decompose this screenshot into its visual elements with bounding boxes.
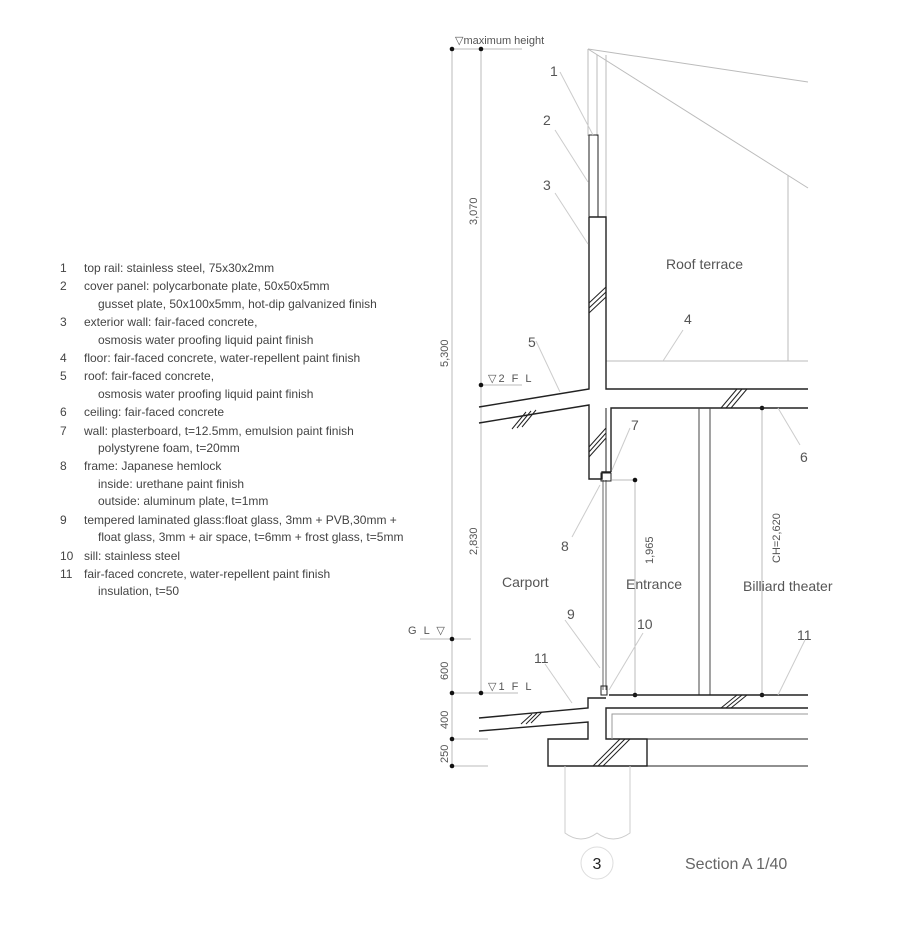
room-roof-terrace: Roof terrace: [666, 256, 743, 272]
callout-2: 2: [543, 112, 551, 128]
dim-upper: 3,070: [468, 197, 480, 225]
legend-number: 5: [60, 369, 67, 384]
callout-4: 4: [684, 311, 692, 327]
dim-slab: 400: [439, 711, 451, 729]
legend-number: 3: [60, 315, 67, 330]
legend-text: gusset plate, 50x100x5mm, hot-dip galvan…: [98, 296, 377, 311]
legend-item: 10 sill: stainless steel: [60, 548, 403, 565]
legend-text: outside: aluminum plate, t=1mm: [98, 494, 269, 509]
legend-text: top rail: stainless steel, 75x30x2mm: [84, 261, 275, 275]
callout-10: 10: [637, 616, 653, 632]
material-legend: 1 top rail: stainless steel, 75x30x2mm 2 co…: [60, 260, 403, 602]
room-billiard-theater: Billiard theater: [743, 578, 833, 594]
legend-text: cover panel: polycarbonate plate, 50x50x…: [84, 279, 330, 294]
legend-text: inside: urethane paint finish: [98, 476, 245, 491]
legend-number: 10: [60, 548, 74, 563]
callout-11-left: 11: [534, 650, 549, 666]
legend-item: 3 exterior wall: fair-faced concrete, osmo…: [60, 314, 403, 349]
legend-number: 6: [60, 405, 67, 420]
legend-text: osmosis water proofing liquid paint fini…: [98, 386, 314, 401]
legend-number: 7: [60, 423, 67, 438]
legend-text: polystyrene foam, t=20mm: [98, 441, 240, 456]
callout-5: 5: [528, 334, 536, 350]
legend-text: exterior wall: fair-faced concrete,: [84, 315, 258, 330]
legend-number: 11: [60, 566, 73, 581]
legend-text: roof: fair-faced concrete,: [84, 369, 215, 384]
concrete-hatches: [511, 286, 748, 767]
legend-number: 9: [60, 512, 67, 527]
callout-8: 8: [561, 538, 569, 554]
callout-9: 9: [567, 606, 575, 622]
legend-item: 2 cover panel: polycarbonate plate, 50x50…: [60, 278, 403, 313]
legend-text: ceiling: fair-faced concrete: [84, 405, 225, 420]
legend-text: sill: stainless steel: [84, 548, 181, 563]
legend-number: 2: [60, 279, 67, 294]
dim-lower: 2,830: [468, 527, 480, 555]
level-gl: G L ▽: [408, 625, 447, 637]
callout-3: 3: [543, 177, 551, 193]
height-limit-lines: [587, 48, 809, 362]
legend-item: 4 floor: fair-faced concrete, water-repel…: [60, 350, 403, 367]
legend-text: insulation, t=50: [98, 584, 180, 599]
dim-ceiling-height: CH=2,620: [771, 513, 783, 563]
legend-text: float glass, 3mm + air space, t=6mm + fr…: [98, 530, 404, 545]
legend-item: 5 roof: fair-faced concrete, osmosis water…: [60, 368, 403, 403]
legend-item: 8 frame: Japanese hemlock inside: urethane…: [60, 458, 403, 510]
drawing-number: 3: [593, 856, 602, 873]
level-1fl: ▽1 F L: [488, 681, 534, 693]
legend-number: 1: [60, 261, 67, 275]
level-2fl: ▽2 F L: [488, 373, 534, 385]
dim-opening: 1,965: [644, 536, 656, 564]
callout-1: 1: [550, 63, 558, 79]
legend-text: fair-faced concrete, water-repellent pai…: [84, 566, 331, 581]
callout-7: 7: [631, 417, 639, 433]
drawing-title: Section A 1/40: [685, 856, 787, 873]
dim-gl: 600: [439, 662, 451, 680]
legend-item: 11 fair-faced concrete, water-repellent p…: [60, 566, 403, 601]
legend-text: tempered laminated glass:float glass, 3m…: [84, 512, 397, 527]
room-carport: Carport: [502, 574, 549, 590]
callout-leaders: [535, 71, 806, 704]
callout-numbers: 1 2 3 4 5 6 7 8 9 10 11 11: [528, 63, 812, 666]
drawing-number-circle: [580, 846, 614, 880]
legend-text: osmosis water proofing liquid paint fini…: [98, 332, 314, 347]
legend-text: floor: fair-faced concrete, water-repell…: [84, 351, 361, 366]
legend-text: frame: Japanese hemlock: [84, 459, 222, 474]
dim-total: 5,300: [439, 339, 451, 367]
dimension-lines: [420, 46, 765, 769]
dim-footing: 250: [439, 745, 451, 763]
legend-item: 9 tempered laminated glass:float glass, 3…: [60, 512, 403, 547]
callout-6: 6: [800, 449, 808, 465]
legend-number: 8: [60, 459, 67, 474]
legend-item: 7 wall: plasterboard, t=12.5mm, emulsion …: [60, 423, 403, 458]
callout-11-right: 11: [797, 627, 812, 643]
room-entrance: Entrance: [626, 576, 682, 592]
structure: [478, 134, 808, 840]
legend-number: 4: [60, 351, 67, 366]
legend-item: 6 ceiling: fair-faced concrete: [60, 404, 403, 421]
level-max-height: ▽maximum height: [455, 35, 544, 47]
legend-text: wall: plasterboard, t=12.5mm, emulsion p…: [84, 423, 354, 438]
legend-item: 1 top rail: stainless steel, 75x30x2mm: [60, 260, 403, 277]
